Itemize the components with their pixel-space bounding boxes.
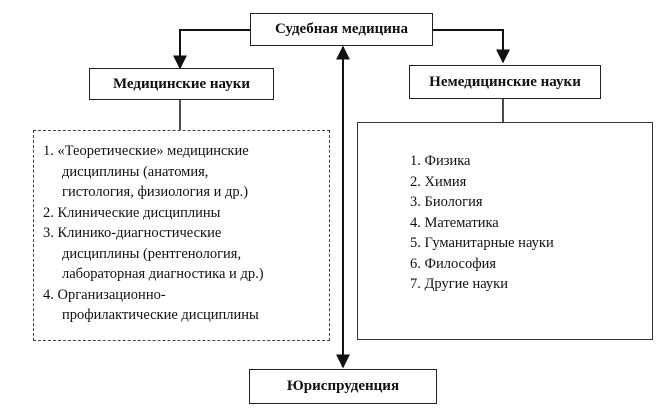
node-medical-sciences-label: Медицинские науки bbox=[112, 75, 251, 92]
arrow-to-nonmedical bbox=[433, 29, 510, 64]
node-jurisprudence: Юриспруденция bbox=[249, 369, 437, 404]
list-item: 1. «Теоретические» медицинские bbox=[43, 143, 249, 159]
node-forensic-medicine-label: Судебная медицина bbox=[274, 21, 409, 37]
list-item: 5. Гуманитарные науки bbox=[410, 235, 554, 251]
list-item: лабораторная диагностика и др.) bbox=[62, 266, 264, 282]
list-item: профилактические дисциплины bbox=[62, 307, 259, 323]
list-item: 4. Организационно- bbox=[43, 286, 166, 303]
medical-disciplines-list: 1. «Теоретические» медицинские дисциплин… bbox=[43, 141, 323, 326]
node-forensic-medicine: Судебная медицина bbox=[250, 13, 433, 46]
node-nonmedical-sciences: Немедицинские науки bbox=[409, 65, 601, 99]
node-medical-sciences: Медицинские науки bbox=[89, 68, 274, 100]
medical-disciplines-box: 1. «Теоретические» медицинские дисциплин… bbox=[33, 130, 330, 341]
node-nonmedical-sciences-label: Немедицинские науки bbox=[429, 73, 581, 90]
list-item: 7. Другие науки bbox=[410, 276, 508, 292]
list-item: гистология, физиология и др.) bbox=[62, 184, 249, 200]
list-item: 4. Математика bbox=[410, 214, 499, 231]
list-item: 6. Философия bbox=[410, 255, 497, 272]
list-item: 3. Клинико-диагностические bbox=[43, 225, 222, 241]
nonmedical-disciplines-list: 1. Физика 2. Химия 3. Биология 4. Матема… bbox=[410, 151, 646, 295]
list-item: 2. Клинические дисциплины bbox=[43, 204, 221, 221]
list-item: 3. Биология bbox=[410, 194, 483, 210]
nonmedical-disciplines-box: 1. Физика 2. Химия 3. Биология 4. Матема… bbox=[357, 122, 653, 340]
list-item: 1. Физика bbox=[410, 153, 471, 169]
list-item: 2. Химия bbox=[410, 173, 467, 190]
node-jurisprudence-label: Юриспруденция bbox=[286, 378, 400, 394]
list-item: дисциплины (анатомия, bbox=[62, 163, 209, 180]
list-item: дисциплины (рентгенология, bbox=[62, 245, 242, 262]
arrow-to-medical bbox=[173, 29, 250, 70]
